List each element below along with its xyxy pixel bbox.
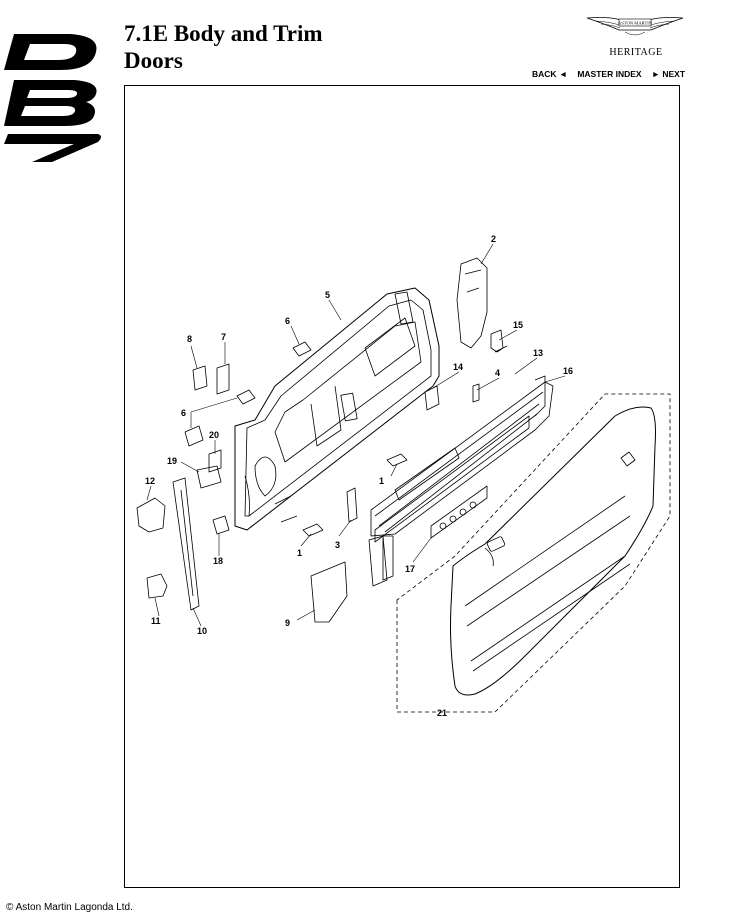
navigation-bar: BACK ◄ MASTER INDEX ► NEXT <box>532 69 685 79</box>
callout-12: 12 <box>145 476 155 486</box>
back-link[interactable]: BACK ◄ <box>532 69 568 79</box>
callout-6-left: 6 <box>181 408 186 418</box>
brand-name: ASTON MARTIN <box>618 21 653 26</box>
callout-6-top: 6 <box>285 316 290 326</box>
callout-18: 18 <box>213 556 223 566</box>
leader-lines <box>146 243 566 627</box>
part-1-pad-upper <box>386 453 408 467</box>
callout-5: 5 <box>325 290 330 300</box>
diagram-frame: 2 5 6 8 7 6 15 4 14 13 16 1 1 3 20 19 18… <box>124 85 680 888</box>
part-21-outer-skin <box>396 393 671 713</box>
db7-logo-7 <box>4 134 101 162</box>
callout-1-lower: 1 <box>297 548 302 558</box>
part-4-bracket <box>472 383 480 403</box>
part-3-bracket <box>346 487 358 523</box>
callout-14: 14 <box>453 362 463 372</box>
callout-20: 20 <box>209 430 219 440</box>
exploded-door-diagram: 2 5 6 8 7 6 15 4 14 13 16 1 1 3 20 19 18… <box>136 234 671 718</box>
callout-15: 15 <box>513 320 523 330</box>
part-20-clip <box>208 449 222 473</box>
part-12-check-strap <box>136 497 166 533</box>
part-8-bracket <box>192 365 208 391</box>
callout-19: 19 <box>167 456 177 466</box>
part-10-trim-strip <box>172 477 200 611</box>
callout-17: 17 <box>405 564 415 574</box>
callout-4: 4 <box>495 368 500 378</box>
part-18-clip <box>212 515 230 535</box>
callout-3: 3 <box>335 540 340 550</box>
part-6-bracket-lower <box>184 425 204 447</box>
master-index-link[interactable]: MASTER INDEX <box>577 69 642 79</box>
callout-labels: 2 5 6 8 7 6 15 4 14 13 16 1 1 3 20 19 18… <box>145 234 573 718</box>
db7-logo <box>4 34 101 162</box>
part-7-bracket <box>216 363 230 395</box>
callout-13: 13 <box>533 348 543 358</box>
callout-2: 2 <box>491 234 496 244</box>
callout-16: 16 <box>563 366 573 376</box>
db7-logo-b <box>4 80 97 126</box>
aston-martin-wings-logo: ASTON MARTIN <box>586 17 684 36</box>
part-5-door-frame <box>234 287 440 531</box>
part-6-bracket-middle <box>236 389 256 405</box>
part-19-plate <box>196 465 222 489</box>
db7-logo-d <box>4 34 97 70</box>
callout-11: 11 <box>151 616 161 626</box>
part-1-pad-lower <box>302 523 324 537</box>
part-6-bracket-top <box>292 341 312 357</box>
callout-10: 10 <box>197 626 207 636</box>
section-heading: 7.1E Body and Trim Doors <box>124 20 323 74</box>
callout-7: 7 <box>221 332 226 342</box>
part-9-trim-panel <box>310 561 348 623</box>
part-2-hinge-pillar <box>456 257 488 349</box>
section-title: 7.1E Body and Trim <box>124 21 323 46</box>
callout-8: 8 <box>187 334 192 344</box>
part-14-bracket <box>424 385 440 411</box>
callout-9: 9 <box>285 618 290 628</box>
section-subtitle: Doors <box>124 48 183 73</box>
part-15-bracket <box>490 329 508 353</box>
part-16-13-17-panels <box>368 375 554 587</box>
copyright-footer: © Aston Martin Lagonda Ltd. <box>6 902 133 913</box>
callout-1-upper: 1 <box>379 476 384 486</box>
next-link[interactable]: ► NEXT <box>651 69 686 79</box>
callout-21: 21 <box>437 708 447 718</box>
part-11-check-strap <box>146 573 168 599</box>
brand-heritage: HERITAGE <box>609 47 663 58</box>
